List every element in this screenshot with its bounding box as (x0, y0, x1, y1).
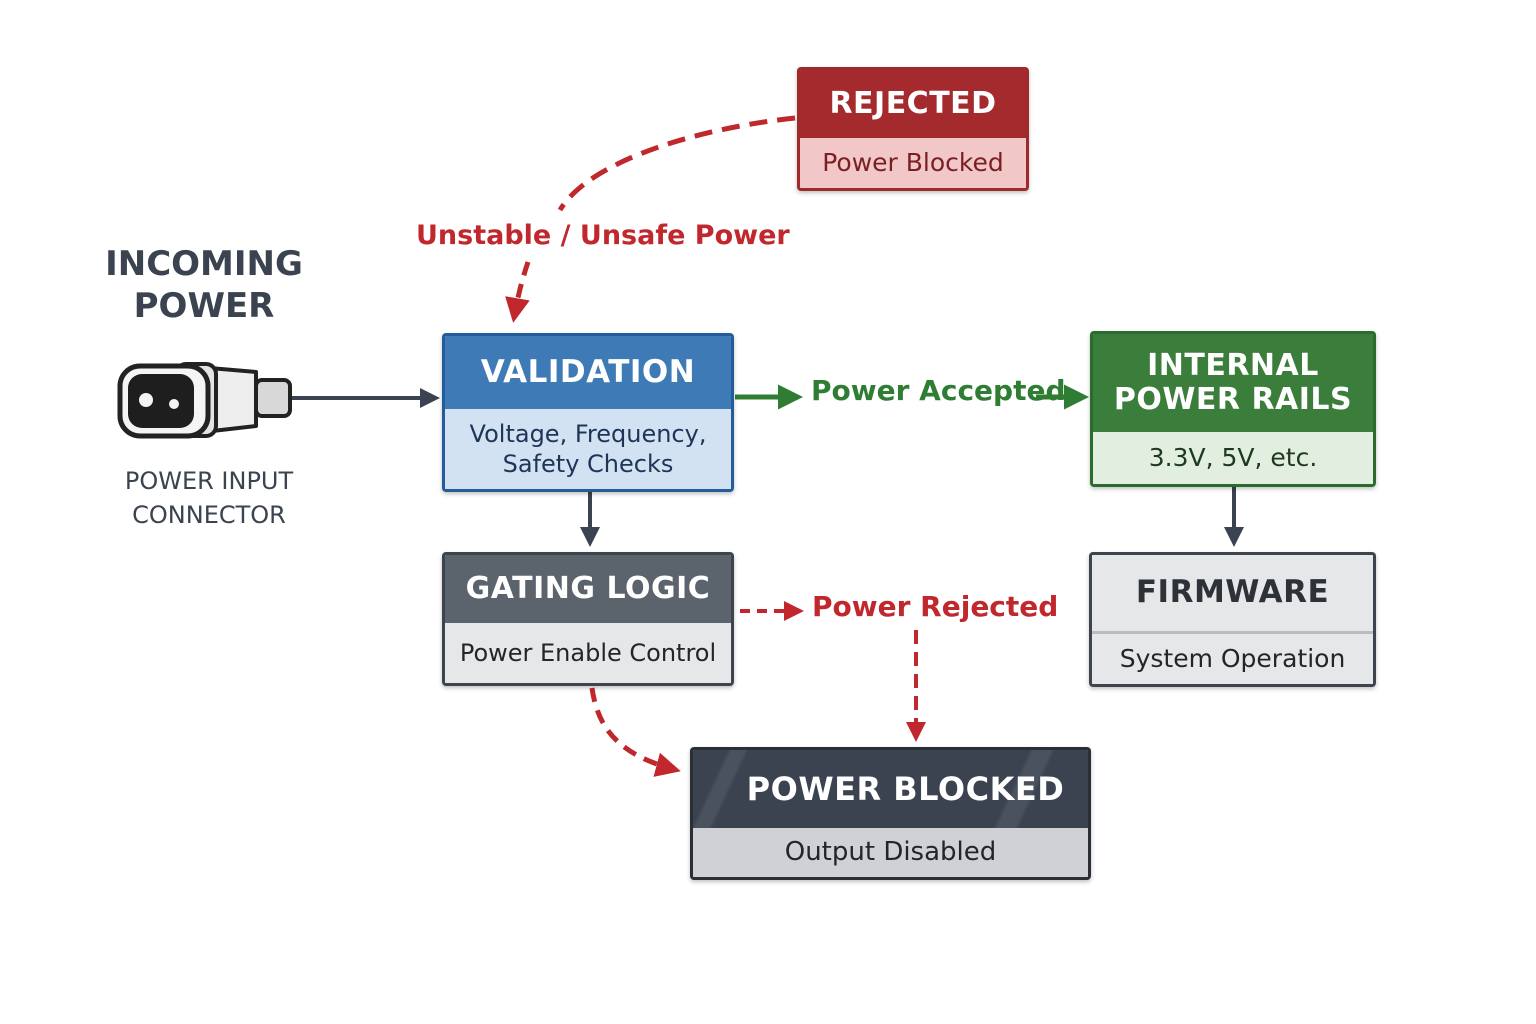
unstable-power-label: Unstable / Unsafe Power (416, 220, 790, 251)
arrow-unstable-to-validation (505, 261, 531, 323)
validation-subtitle: Voltage, Frequency, Safety Checks (445, 409, 731, 489)
incoming-title-line2: POWER (133, 286, 275, 326)
arrow-gating-to-blocked (589, 687, 681, 777)
power-rails-node[interactable]: INTERNAL POWER RAILS 3.3V, 5V, etc. (1090, 331, 1376, 487)
gating-logic-node[interactable]: GATING LOGIC Power Enable Control (442, 552, 734, 686)
power-plug-icon (117, 362, 292, 439)
firmware-title: FIRMWARE (1092, 555, 1373, 634)
arrow-rejected-to-validation (557, 115, 796, 212)
power-rails-title-line2: POWER RAILS (1113, 382, 1353, 417)
power-blocked-node[interactable]: POWER BLOCKED Output Disabled (690, 747, 1091, 880)
power-rails-title: INTERNAL POWER RAILS (1093, 334, 1373, 432)
validation-subtitle-line2: Safety Checks (502, 450, 674, 478)
incoming-power-title: INCOMING POWER (104, 243, 304, 327)
firmware-subtitle: System Operation (1092, 634, 1373, 684)
validation-node[interactable]: VALIDATION Voltage, Frequency, Safety Ch… (442, 333, 734, 492)
caption-line1: POWER INPUT (124, 467, 294, 495)
power-input-caption: POWER INPUT CONNECTOR (104, 464, 314, 532)
firmware-node[interactable]: FIRMWARE System Operation (1089, 552, 1376, 687)
rejected-title: REJECTED (800, 70, 1026, 138)
power-rails-subtitle: 3.3V, 5V, etc. (1093, 432, 1373, 484)
caption-line2: CONNECTOR (132, 501, 286, 529)
power-rails-title-line1: INTERNAL (1147, 347, 1319, 383)
incoming-title-line1: INCOMING (105, 244, 303, 284)
validation-title: VALIDATION (445, 336, 731, 409)
gating-logic-title: GATING LOGIC (445, 555, 731, 623)
rejected-subtitle: Power Blocked (800, 138, 1026, 188)
power-rejected-label: Power Rejected (812, 590, 1059, 623)
gating-logic-subtitle: Power Enable Control (445, 623, 731, 683)
rejected-node[interactable]: REJECTED Power Blocked (797, 67, 1029, 191)
power-blocked-subtitle: Output Disabled (693, 828, 1088, 877)
power-blocked-title: POWER BLOCKED (693, 750, 1088, 828)
validation-subtitle-line1: Voltage, Frequency, (469, 420, 707, 448)
power-accepted-label: Power Accepted (811, 374, 1066, 407)
